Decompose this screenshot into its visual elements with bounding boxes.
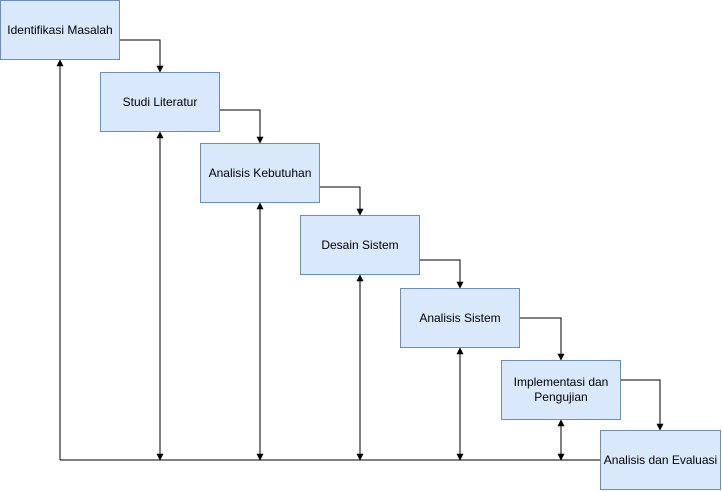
flow-arrow-5 xyxy=(520,317,565,361)
step-analisis-sistem: Analisis Sistem xyxy=(400,288,520,348)
step-label: Desain Sistem xyxy=(321,237,399,252)
step-studi-literatur: Studi Literatur xyxy=(100,72,220,132)
step-label: Analisis dan Evaluasi xyxy=(603,452,718,467)
step-analisis-kebutuhan: Analisis Kebutuhan xyxy=(200,143,320,203)
step-analisis-dan-evaluasi: Analisis dan Evaluasi xyxy=(600,430,721,490)
flow-arrow-2 xyxy=(220,109,264,144)
flow-arrow-1 xyxy=(120,39,164,73)
flow-arrow-3 xyxy=(320,186,364,216)
step-label: Studi Literatur xyxy=(122,94,198,109)
step-label: Identifikasi Masalah xyxy=(7,22,113,37)
step-identifikasi-masalah: Identifikasi Masalah xyxy=(0,0,120,60)
step-implementasi-dan-pengujian: Implementasi dan Pengujian xyxy=(501,360,621,420)
step-label: Analisis Sistem xyxy=(419,310,501,325)
connectors xyxy=(56,39,664,461)
flow-arrow-6 xyxy=(621,379,664,431)
step-label: Analisis Kebutuhan xyxy=(208,165,312,180)
flow-arrow-4 xyxy=(420,259,464,289)
step-desain-sistem: Desain Sistem xyxy=(300,215,420,275)
step-label: Implementasi dan Pengujian xyxy=(513,375,609,404)
